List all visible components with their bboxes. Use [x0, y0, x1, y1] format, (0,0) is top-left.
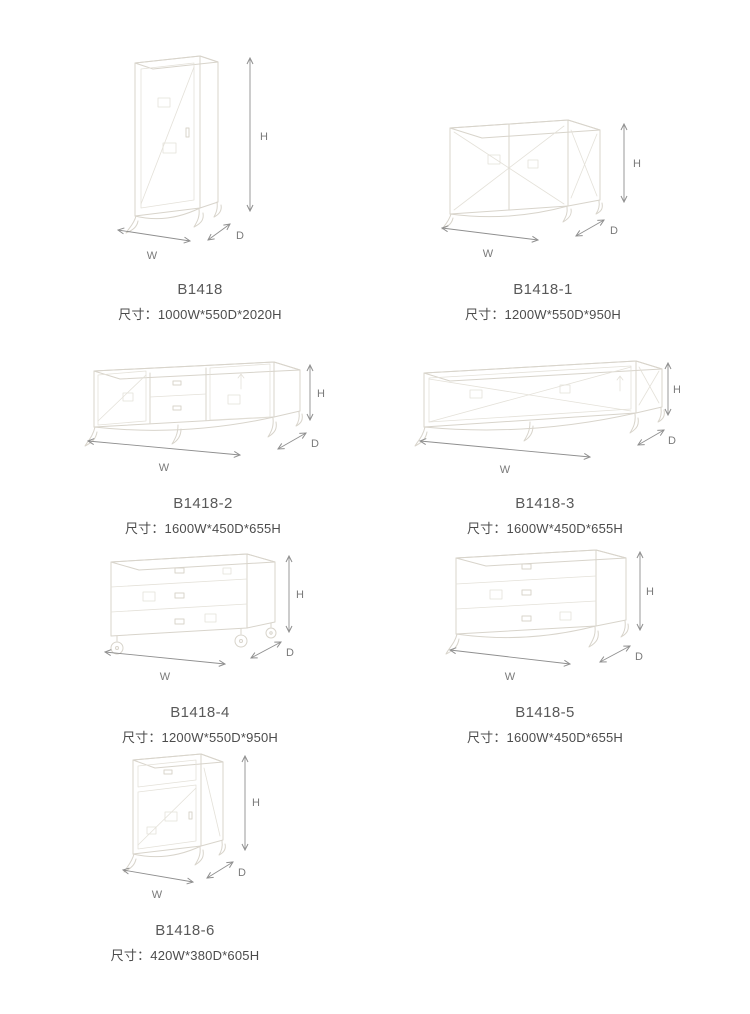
depth-label: D: [635, 651, 643, 663]
nightstand-illustration: H W D: [95, 753, 260, 901]
product-model: B1418-6: [155, 922, 215, 939]
depth-label: D: [238, 867, 246, 879]
product-b1418-3: H W D B1418-3 尺寸：1600W*450D*655H: [410, 345, 680, 537]
product-model: B1418-5: [515, 704, 575, 721]
furniture-drawing: [445, 549, 629, 655]
product-size: 尺寸：1600W*450D*655H: [124, 521, 282, 536]
product-model: B1418-3: [515, 495, 575, 512]
product-b1418-4: H W D B1418-4 尺寸：1200W*550D*950H: [85, 540, 315, 746]
furniture-drawing: [123, 753, 226, 873]
height-label: H: [252, 797, 260, 809]
height-label: H: [673, 384, 680, 396]
dimension-lines: [450, 552, 640, 664]
width-label: W: [152, 889, 163, 901]
tall-cabinet-illustration: H W D: [90, 55, 268, 262]
furniture-drawing: [125, 55, 222, 234]
dimension-lines: [88, 365, 310, 455]
product-size: 尺寸：1600W*450D*655H: [466, 730, 624, 745]
product-size: 尺寸：1200W*550D*950H: [121, 730, 279, 745]
height-label: H: [296, 589, 304, 601]
height-label: H: [646, 586, 654, 598]
tv-cabinet-illustration: H W D: [84, 361, 325, 474]
width-label: W: [505, 671, 516, 683]
furniture-drawing: [441, 119, 603, 230]
product-size: 尺寸：1200W*550D*950H: [464, 307, 622, 322]
depth-label: D: [610, 225, 618, 237]
width-label: W: [160, 671, 171, 683]
open-sideboard-illustration: H W D: [414, 360, 680, 476]
dimension-lines: [123, 756, 245, 882]
width-label: W: [159, 462, 170, 474]
depth-label: D: [668, 435, 676, 447]
dimension-lines: [118, 58, 250, 241]
dimension-lines: [105, 556, 289, 664]
depth-label: D: [236, 230, 244, 242]
chest-on-casters-illustration: H W D: [85, 553, 304, 683]
product-model: B1418-2: [173, 495, 233, 512]
product-model: B1418-1: [513, 281, 573, 298]
product-b1418-1: H W D B1418-1 尺寸：1200W*550D*950H: [428, 100, 658, 323]
two-door-cabinet-illustration: H W D: [428, 119, 641, 260]
width-label: W: [500, 464, 511, 476]
furniture-drawing: [84, 361, 303, 447]
depth-label: D: [311, 438, 319, 450]
dimension-lines: [442, 124, 624, 240]
height-label: H: [633, 158, 641, 170]
product-b1418-2: H W D B1418-2 尺寸：1600W*450D*655H: [78, 345, 328, 537]
depth-label: D: [286, 647, 294, 659]
product-size: 尺寸：420W*380D*605H: [110, 948, 260, 963]
product-model: B1418: [177, 281, 223, 298]
product-b1418: H W D B1418 尺寸：1000W*550D*2020H: [90, 48, 310, 323]
height-label: H: [317, 388, 325, 400]
furniture-drawing: [110, 553, 277, 655]
width-label: W: [483, 248, 494, 260]
dimension-lines: [420, 363, 668, 457]
product-model: B1418-4: [170, 704, 230, 721]
product-size: 尺寸：1000W*550D*2020H: [118, 307, 282, 322]
product-b1418-5: H W D B1418-5 尺寸：1600W*450D*655H: [430, 540, 660, 746]
chest-on-legs-illustration: H W D: [445, 549, 654, 683]
furniture-drawing: [414, 360, 665, 447]
product-size: 尺寸：1600W*450D*655H: [466, 521, 624, 536]
product-b1418-6: H W D B1418-6 尺寸：420W*380D*605H: [95, 742, 275, 964]
width-label: W: [147, 250, 158, 262]
height-label: H: [260, 131, 268, 143]
